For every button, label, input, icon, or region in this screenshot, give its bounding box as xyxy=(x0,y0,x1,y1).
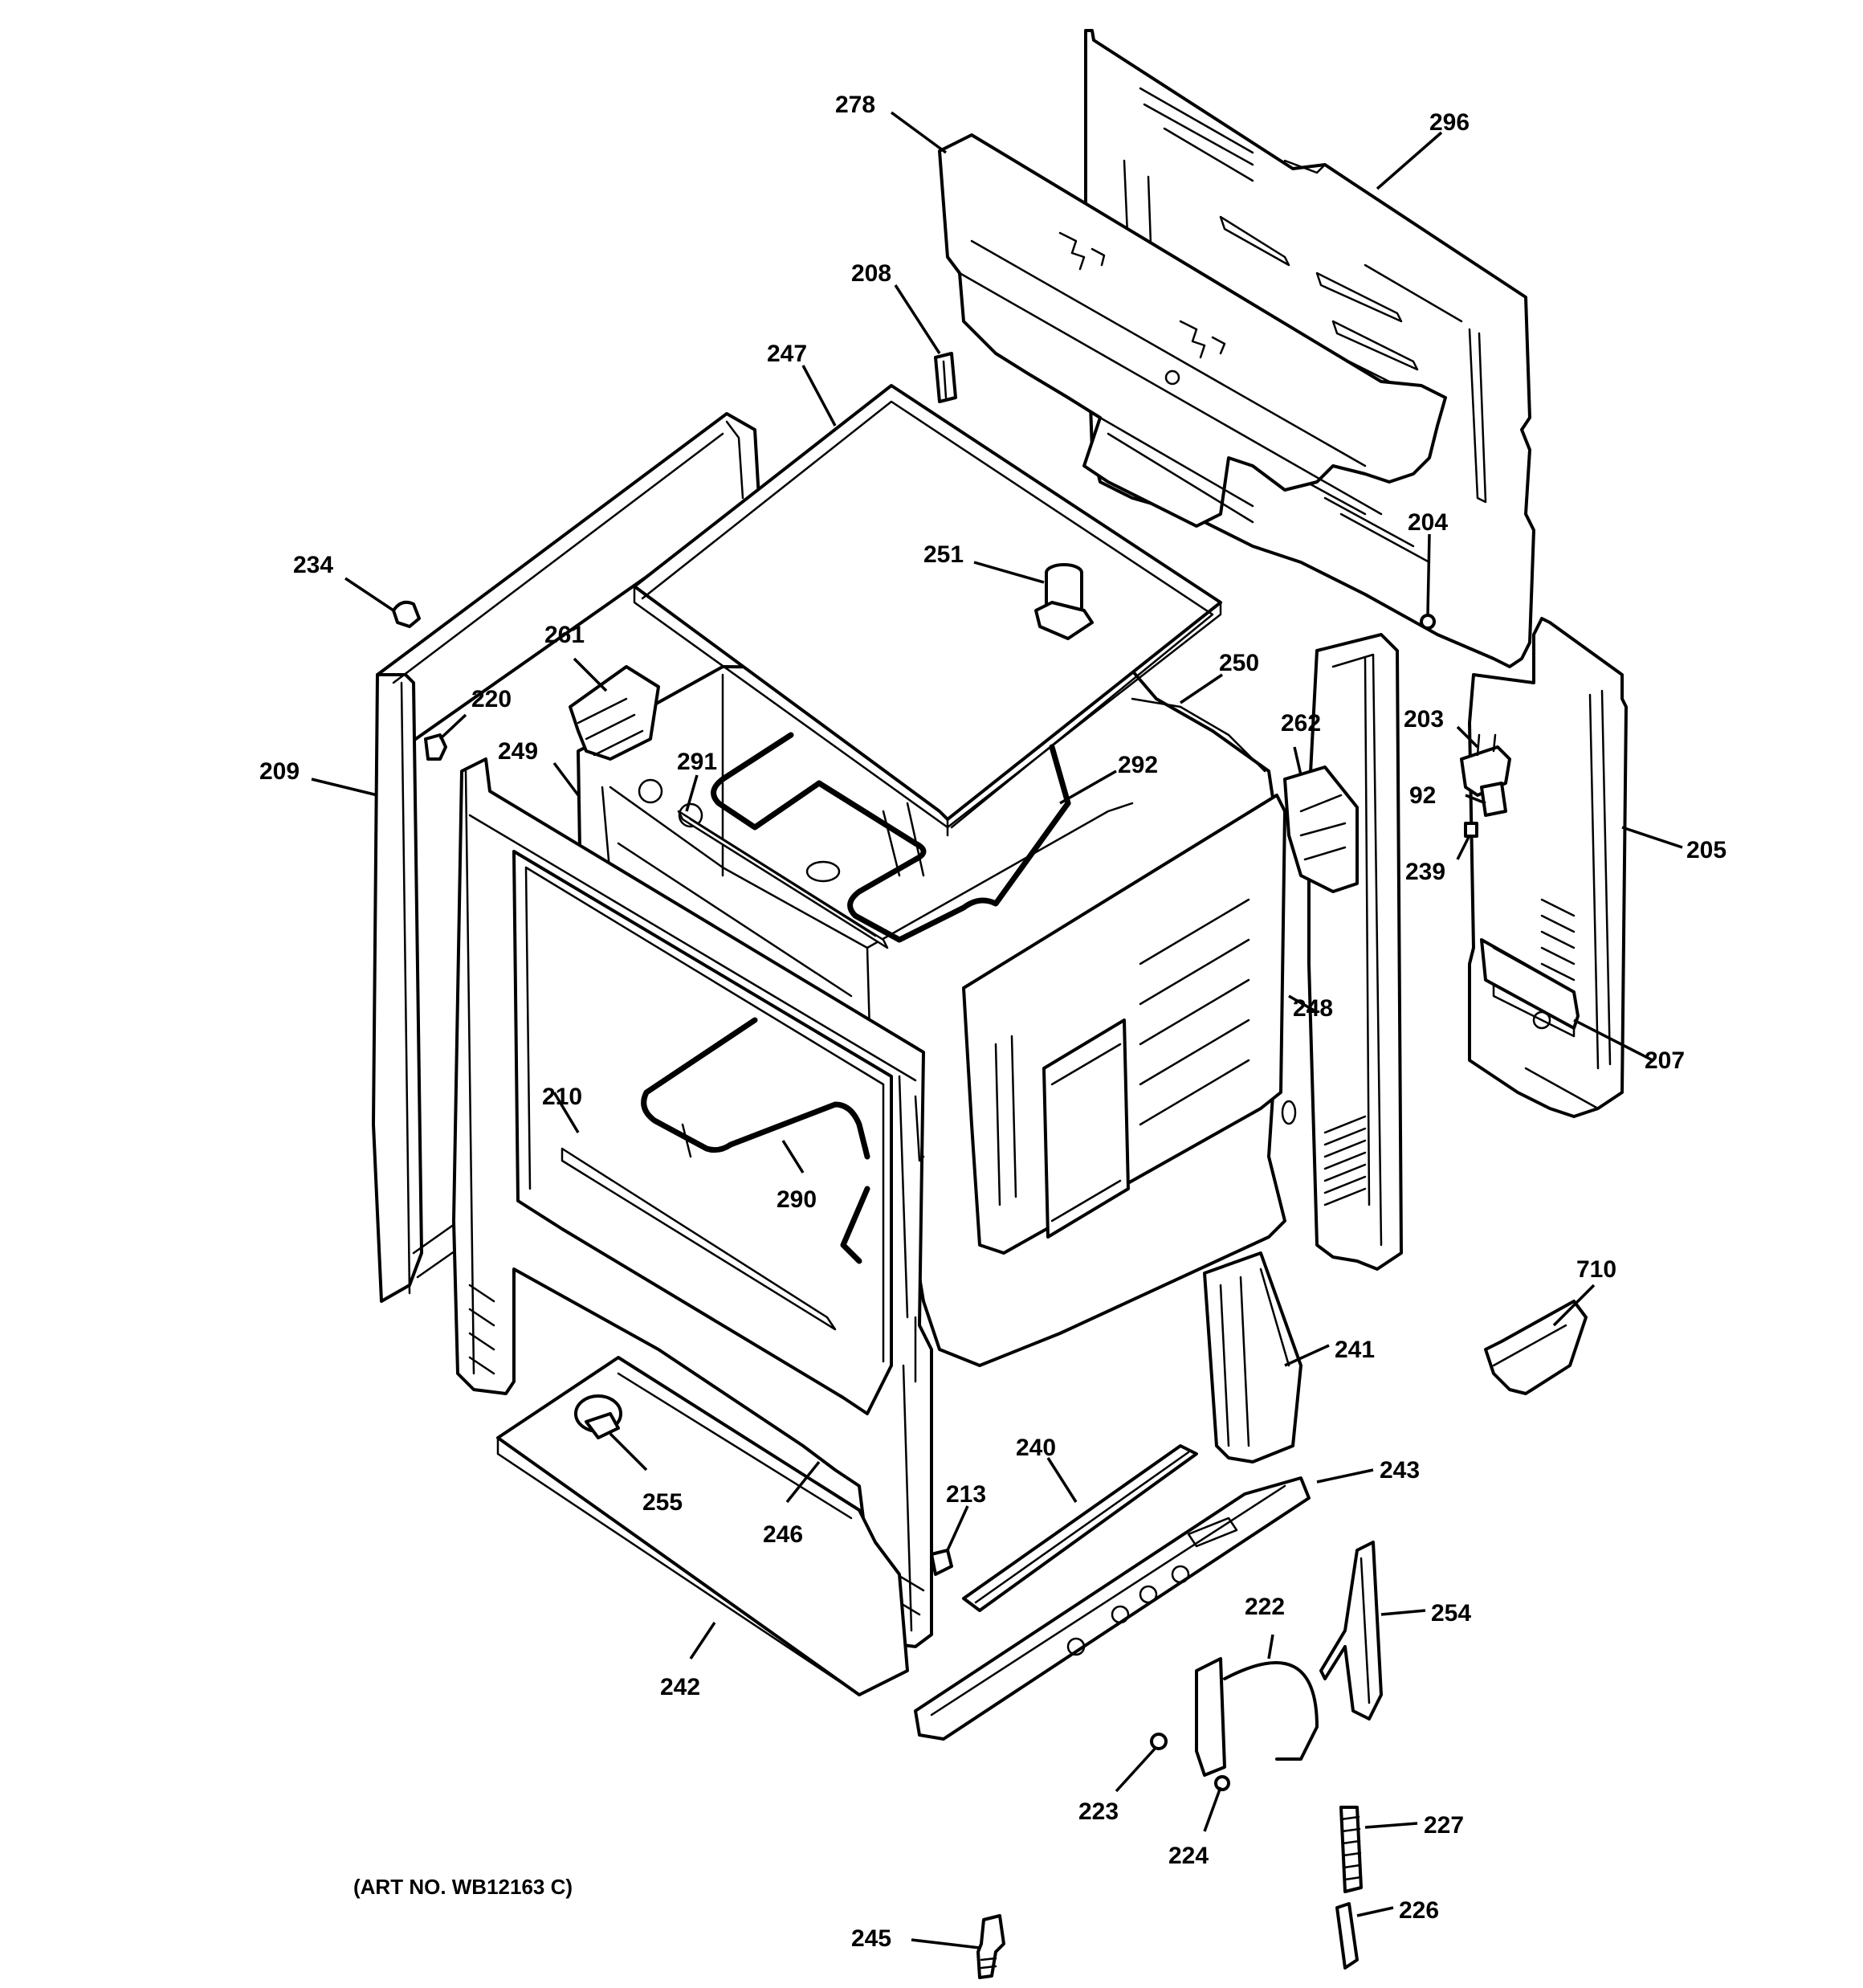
callout-203: 203 xyxy=(1404,706,1444,733)
leader-lines xyxy=(311,111,1683,1949)
insulation-261 xyxy=(569,665,660,761)
bake-element-290 xyxy=(561,1017,870,1331)
callout-245: 245 xyxy=(851,1925,891,1952)
callout-246: 246 xyxy=(763,1521,803,1548)
callout-261: 261 xyxy=(544,622,585,648)
hinge-222 xyxy=(1195,1657,1319,1777)
clip-213 xyxy=(930,1549,953,1576)
art-number: (ART NO. WB12163 C) xyxy=(353,1875,573,1899)
callout-241: 241 xyxy=(1335,1337,1375,1363)
callout-291: 291 xyxy=(677,749,717,775)
callout-254: 254 xyxy=(1431,1600,1471,1627)
callout-290: 290 xyxy=(777,1186,817,1213)
callout-240: 240 xyxy=(1016,1435,1056,1461)
callout-210: 210 xyxy=(542,1084,582,1110)
side-panel-209 xyxy=(372,412,760,1303)
callout-222: 222 xyxy=(1245,1594,1285,1620)
callout-278: 278 xyxy=(835,92,875,118)
plug-234 xyxy=(392,600,421,628)
screw-204 xyxy=(1420,614,1436,630)
callout-242: 242 xyxy=(660,1674,700,1700)
top-panel-247 xyxy=(633,384,1222,837)
callout-239: 239 xyxy=(1405,859,1445,885)
drawer-support-243 xyxy=(914,1476,1311,1741)
spring-227 xyxy=(1339,1806,1363,1893)
hinge-254 xyxy=(1319,1541,1383,1721)
callout-250: 250 xyxy=(1219,650,1259,676)
callout-255: 255 xyxy=(642,1489,683,1516)
callout-234: 234 xyxy=(293,552,333,578)
strip-240 xyxy=(962,1444,1198,1612)
nut-220 xyxy=(424,733,447,761)
callout-296: 296 xyxy=(1429,109,1470,136)
callout-220: 220 xyxy=(471,686,512,712)
callout-92: 92 xyxy=(1409,782,1436,809)
bracket-208 xyxy=(934,352,957,403)
broil-element-291 xyxy=(677,732,1071,949)
callout-262: 262 xyxy=(1281,710,1321,737)
callout-248: 248 xyxy=(1293,995,1333,1022)
callout-213: 213 xyxy=(946,1481,986,1508)
callout-labels: 278 296 208 247 251 204 234 261 220 209 … xyxy=(259,92,1726,1952)
callout-226: 226 xyxy=(1399,1897,1439,1924)
callout-224: 224 xyxy=(1168,1843,1209,1869)
side-panel-205 xyxy=(1468,617,1628,1118)
callout-247: 247 xyxy=(767,341,807,367)
callout-227: 227 xyxy=(1424,1812,1464,1839)
back-wall-250 xyxy=(1131,697,1266,773)
heat-shield-278 xyxy=(938,133,1447,564)
front-frame-249 xyxy=(452,757,933,1648)
callout-249: 249 xyxy=(498,738,538,765)
callout-207: 207 xyxy=(1645,1047,1685,1074)
clip-239 xyxy=(1464,822,1478,838)
link-226 xyxy=(1335,1902,1359,1970)
callout-209: 209 xyxy=(259,758,300,785)
callout-204: 204 xyxy=(1408,509,1448,536)
callout-292: 292 xyxy=(1118,752,1158,778)
bracket-710 xyxy=(1484,1300,1588,1395)
callout-223: 223 xyxy=(1078,1798,1119,1825)
cavity-right-face xyxy=(962,794,1286,1255)
screw-223 xyxy=(1150,1733,1168,1750)
oven-vent-251 xyxy=(1034,563,1094,640)
callout-710: 710 xyxy=(1576,1256,1616,1283)
knob-255 xyxy=(574,1394,622,1439)
bottom-panel-242 xyxy=(496,1356,909,1696)
callout-208: 208 xyxy=(851,260,891,287)
terminal-block-203 xyxy=(1460,733,1511,817)
screw-224 xyxy=(1214,1775,1230,1791)
callout-243: 243 xyxy=(1380,1457,1420,1484)
rail-241 xyxy=(1203,1251,1302,1463)
leveling-leg-245 xyxy=(976,1914,1005,1979)
callout-205: 205 xyxy=(1686,837,1726,863)
callout-251: 251 xyxy=(923,541,964,568)
insulation-262 xyxy=(1283,765,1359,893)
